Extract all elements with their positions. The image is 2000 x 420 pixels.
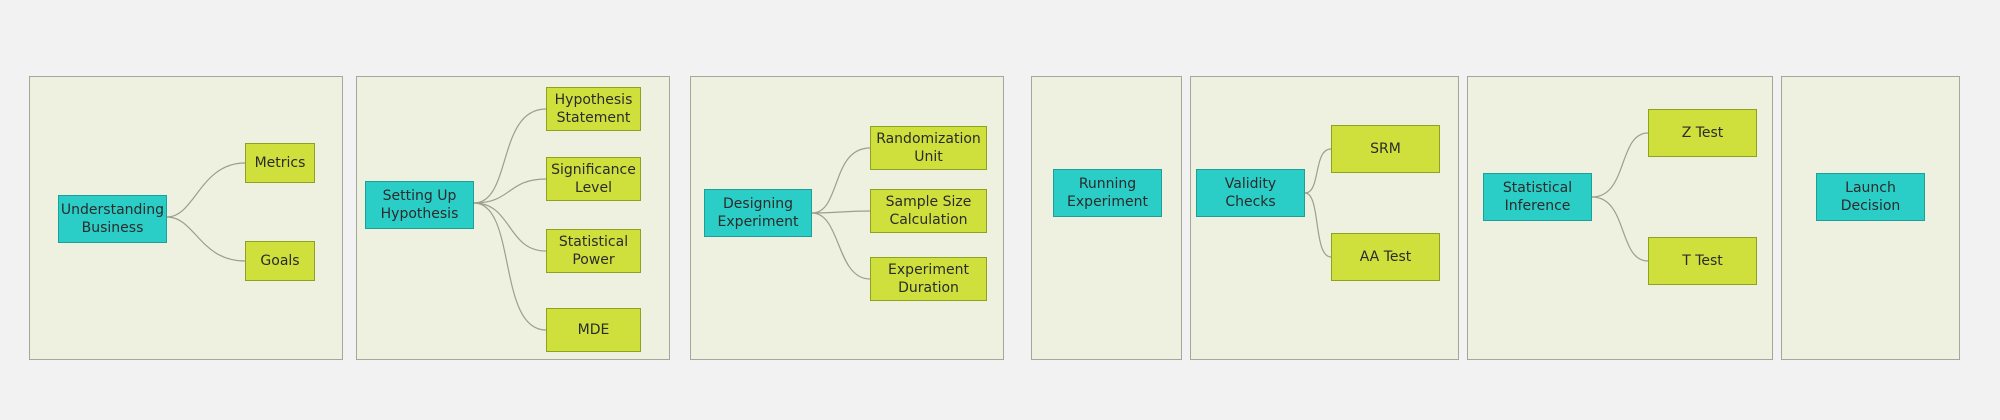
node-metrics[interactable]: Metrics <box>245 143 315 183</box>
panel-understanding-business: Understanding Business Metrics Goals <box>29 76 343 360</box>
connector <box>166 216 246 262</box>
panel-validity-checks: Validity Checks SRM AA Test <box>1190 76 1459 360</box>
node-goals[interactable]: Goals <box>245 241 315 281</box>
panel-designing-experiment: Designing Experiment Randomization Unit … <box>690 76 1004 360</box>
node-running-experiment[interactable]: Running Experiment <box>1053 169 1162 217</box>
node-srm[interactable]: SRM <box>1331 125 1440 173</box>
connector <box>473 202 547 252</box>
panel-running-experiment: Running Experiment <box>1031 76 1182 360</box>
node-understanding-business[interactable]: Understanding Business <box>58 195 167 243</box>
connector <box>1591 132 1649 198</box>
node-t-test[interactable]: T Test <box>1648 237 1757 285</box>
panel-statistical-inference: Statistical Inference Z Test T Test <box>1467 76 1773 360</box>
node-significance-level[interactable]: Significance Level <box>546 157 641 201</box>
panel-setting-up-hypothesis: Setting Up Hypothesis Hypothesis Stateme… <box>356 76 670 360</box>
connector <box>166 162 246 218</box>
node-z-test[interactable]: Z Test <box>1648 109 1757 157</box>
connector <box>1304 148 1332 194</box>
connector <box>811 212 871 280</box>
node-sample-size-calculation[interactable]: Sample Size Calculation <box>870 189 987 233</box>
connector <box>473 108 547 204</box>
node-randomization-unit[interactable]: Randomization Unit <box>870 126 987 170</box>
node-statistical-inference[interactable]: Statistical Inference <box>1483 173 1592 221</box>
node-launch-decision[interactable]: Launch Decision <box>1816 173 1925 221</box>
node-setting-up-hypothesis[interactable]: Setting Up Hypothesis <box>365 181 474 229</box>
node-validity-checks[interactable]: Validity Checks <box>1196 169 1305 217</box>
node-designing-experiment[interactable]: Designing Experiment <box>704 189 812 237</box>
node-statistical-power[interactable]: Statistical Power <box>546 229 641 273</box>
node-mde[interactable]: MDE <box>546 308 641 352</box>
connector <box>473 178 547 204</box>
panel-launch-decision: Launch Decision <box>1781 76 1960 360</box>
connector <box>811 147 871 214</box>
node-hypothesis-statement[interactable]: Hypothesis Statement <box>546 87 641 131</box>
connector <box>811 210 871 214</box>
node-experiment-duration[interactable]: Experiment Duration <box>870 257 987 301</box>
connectors-validity-checks <box>1304 148 1332 258</box>
node-aa-test[interactable]: AA Test <box>1331 233 1440 281</box>
connector <box>1591 196 1649 262</box>
connector <box>1304 192 1332 258</box>
connector <box>473 202 547 331</box>
